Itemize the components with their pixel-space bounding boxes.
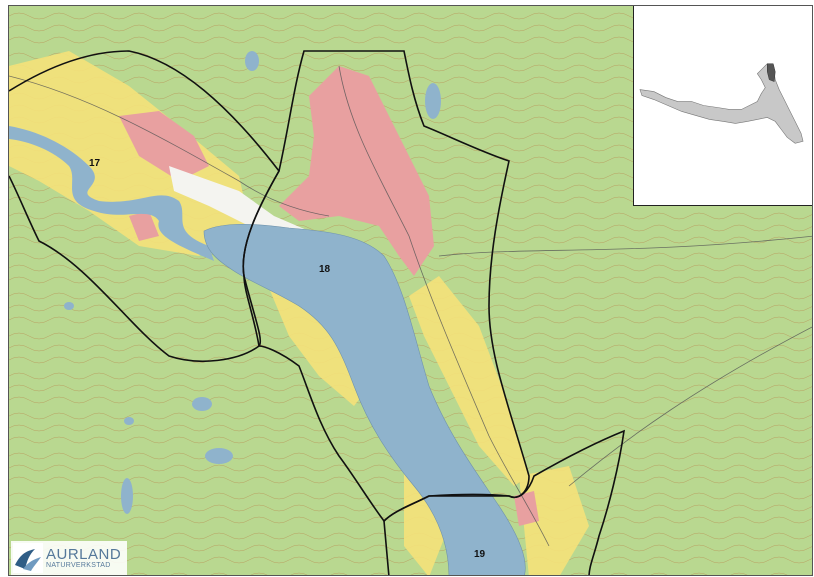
zone-label-19: 19 xyxy=(474,549,486,560)
open-land xyxy=(169,166,339,246)
roads xyxy=(9,65,812,547)
zone-17-boundary xyxy=(9,50,280,362)
aurland-logo: AURLAND NATURVERKSTAD xyxy=(11,541,127,575)
inset-region-shape xyxy=(639,63,804,144)
zone-boundaries xyxy=(9,50,625,575)
zone-label-18: 18 xyxy=(319,264,331,275)
small-lakes xyxy=(64,51,673,514)
river xyxy=(9,126,214,261)
zone-label-17: 17 xyxy=(89,158,101,169)
zone-19-boundary xyxy=(383,429,625,575)
logo-mark-icon xyxy=(13,543,43,573)
logo-subtitle: NATURVERKSTAD xyxy=(46,562,111,569)
urban-areas xyxy=(119,66,539,526)
overview-inset-map xyxy=(633,6,812,206)
inset-highlight-shape xyxy=(767,63,776,82)
logo-name: AURLAND xyxy=(46,546,122,563)
lake xyxy=(203,223,526,575)
topographic-map: 17 18 19 AURLAND NATURVERKSTAD xyxy=(8,5,813,576)
inset-canvas xyxy=(639,63,804,144)
